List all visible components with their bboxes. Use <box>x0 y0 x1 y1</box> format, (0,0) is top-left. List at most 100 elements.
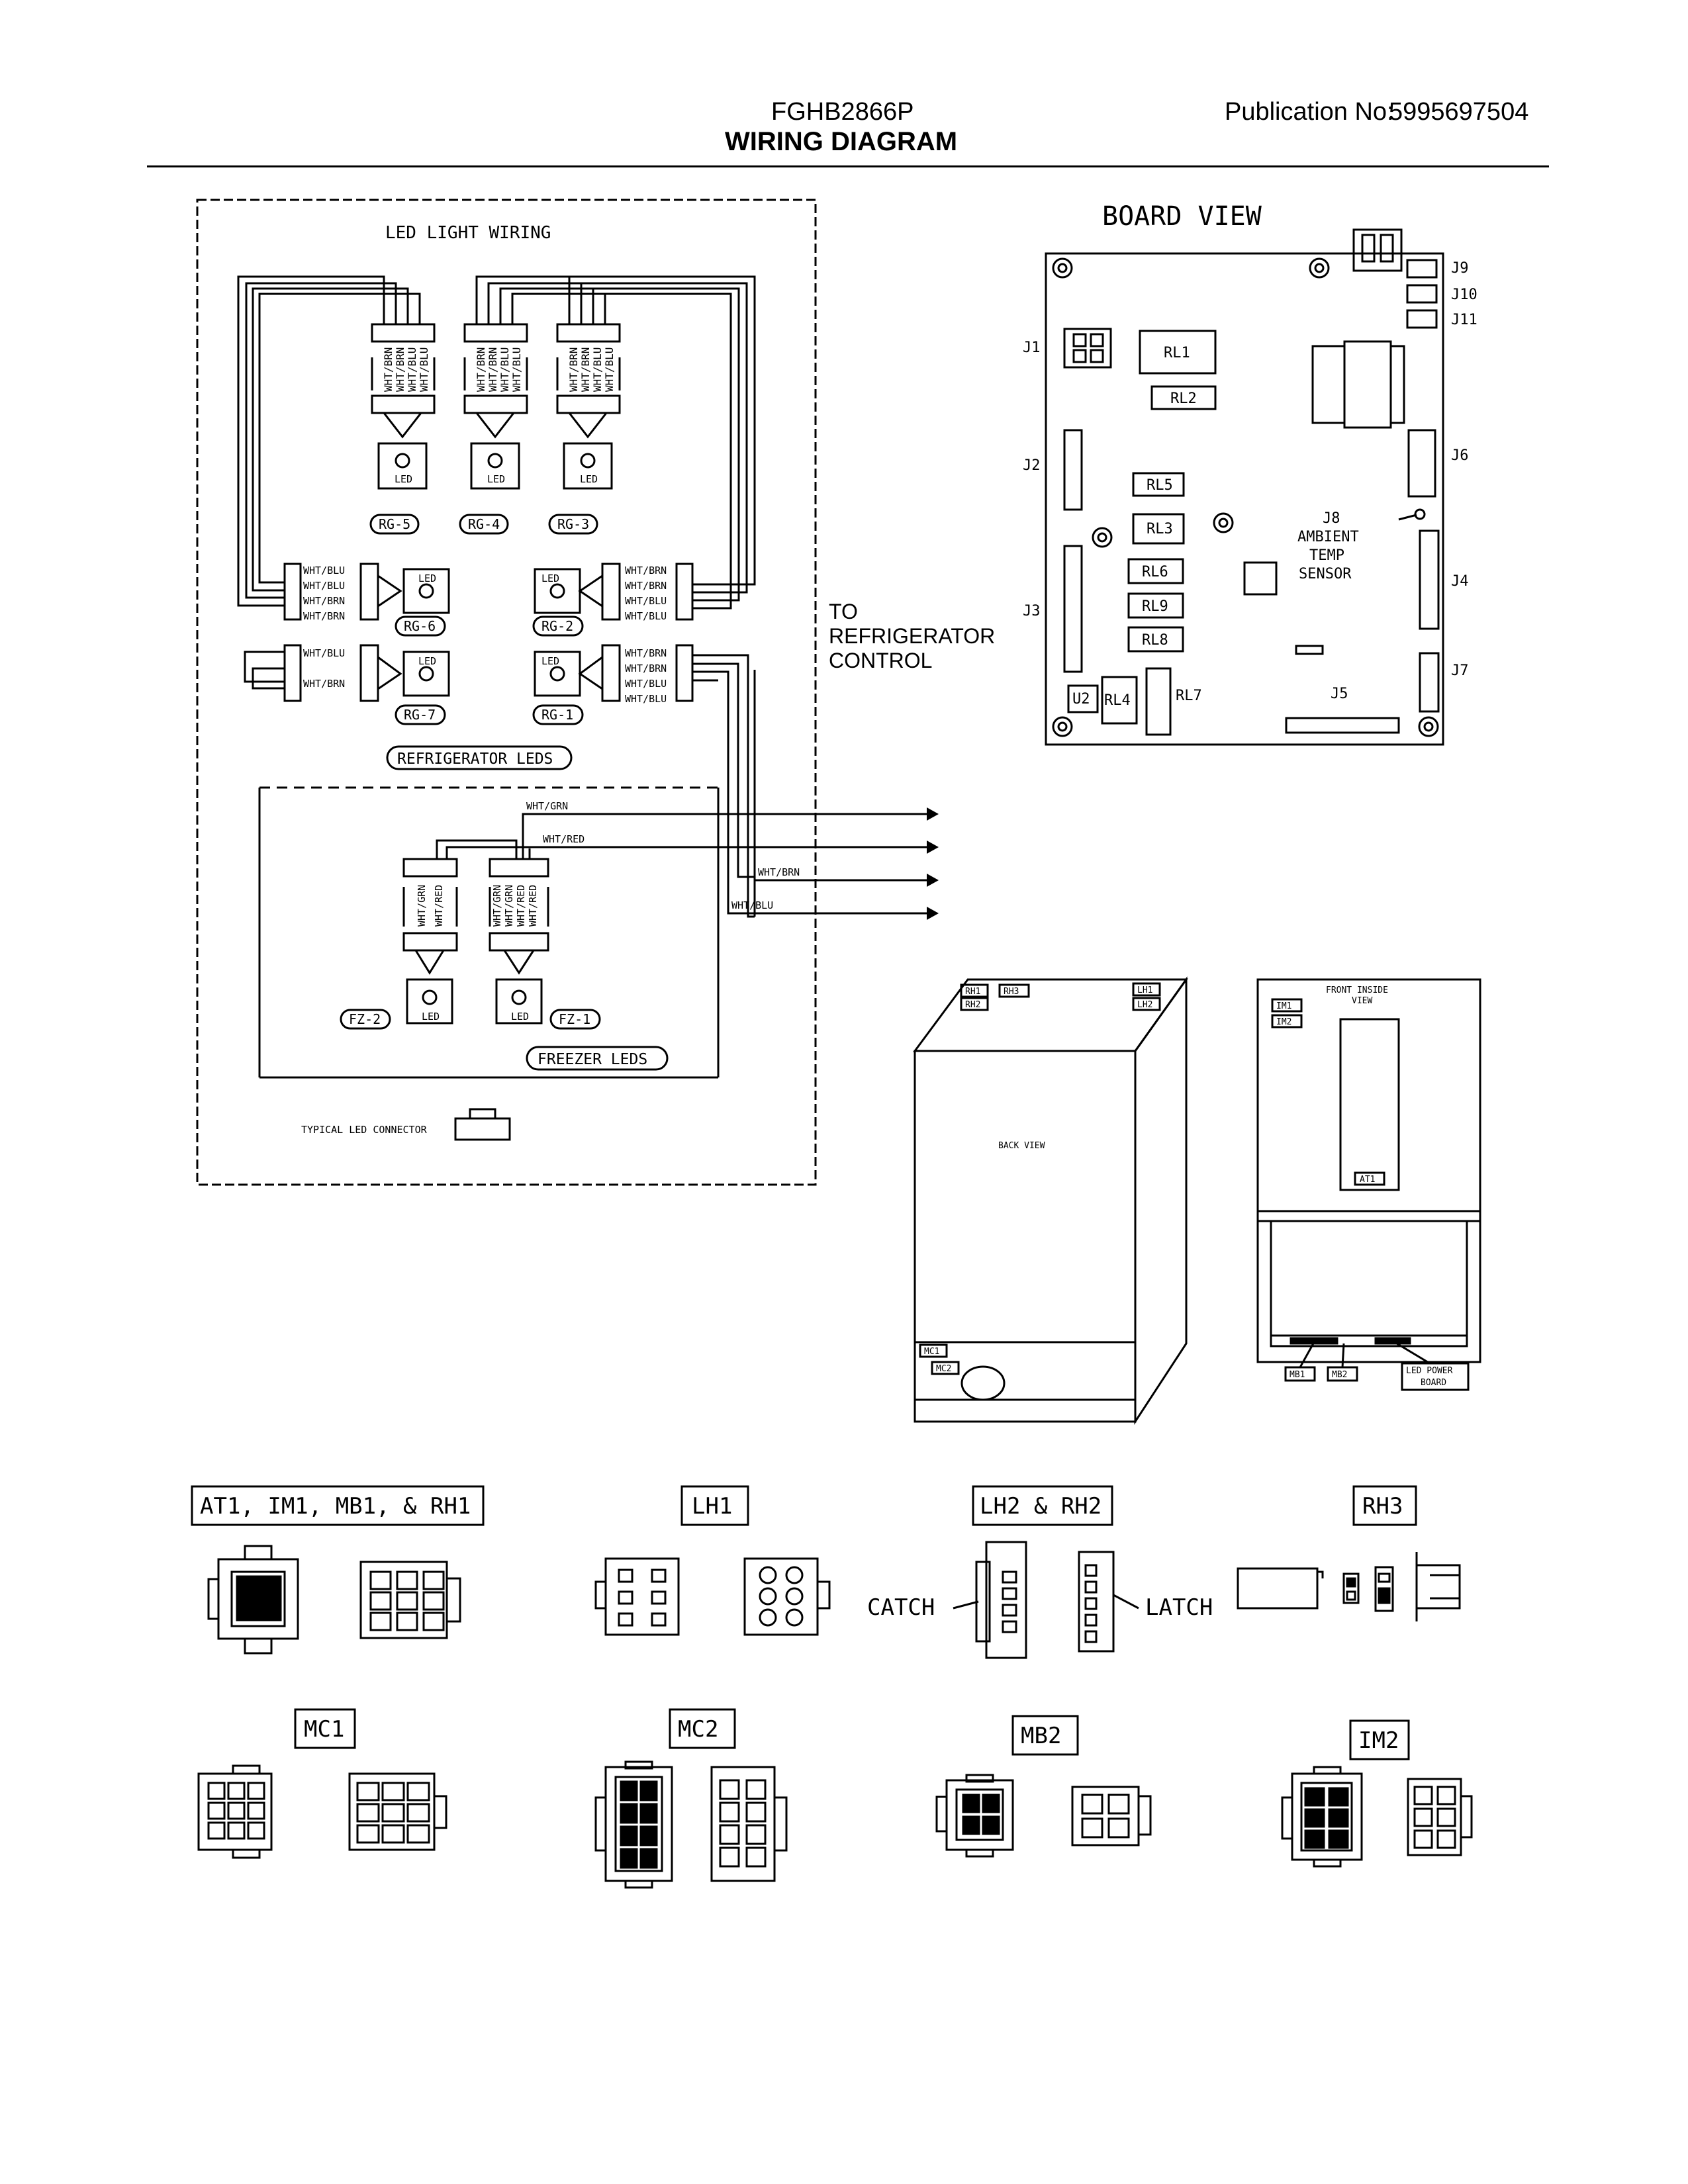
relay-rl6 <box>1127 558 1184 584</box>
to-control-line1: TO <box>829 600 858 623</box>
j11-label: J11 <box>1451 312 1477 328</box>
relay-rl1 <box>1139 330 1217 375</box>
catch-label: CATCH <box>867 1594 935 1621</box>
title-mc2: MC2 <box>678 1716 718 1743</box>
led-rg-3 <box>556 323 621 490</box>
board-view <box>1045 228 1444 746</box>
left-connector-lower <box>283 644 302 702</box>
left-connector-upper <box>283 563 302 621</box>
relay-rl4 <box>1101 676 1138 725</box>
front-view-label-1: FRONT INSIDE <box>1326 985 1388 995</box>
rg3-led-text: LED <box>580 473 598 485</box>
title-im2: IM2 <box>1358 1727 1399 1754</box>
rg1-id: RG-1 <box>541 707 573 723</box>
led-fz-1 <box>489 887 549 1024</box>
right-connector-upper <box>675 563 694 621</box>
j3-connector <box>1063 545 1083 673</box>
fz1-wire-3: WHT/RED <box>515 885 527 927</box>
to-control-line2: REFRIGERATOR <box>829 624 995 648</box>
title-rh3: RH3 <box>1362 1493 1403 1520</box>
mb1-tag: MB1 <box>1289 1370 1305 1380</box>
rl5-label: RL5 <box>1147 477 1173 494</box>
right-upper-label-1: WHT/BRN <box>625 565 667 576</box>
relay-rl7 <box>1145 667 1172 736</box>
left-upper-label-1: WHT/BLU <box>303 565 345 576</box>
fz2-connector <box>402 858 458 878</box>
lh2-tag: LH2 <box>1137 1000 1152 1010</box>
led-power-board-2: BOARD <box>1421 1378 1446 1388</box>
rg4-led-text: LED <box>487 473 505 485</box>
im1-tag: IM1 <box>1276 1001 1291 1011</box>
led-rg-4 <box>463 323 528 490</box>
publication-label: Publication No: <box>1225 98 1394 126</box>
rg6-id: RG-6 <box>404 618 436 634</box>
right-connector-lower <box>675 644 694 702</box>
led-rg-7 <box>359 644 450 702</box>
led-light-wiring-title: LED LIGHT WIRING <box>385 223 551 243</box>
rg4-wire-4: WHT/BLU <box>510 347 523 392</box>
front-view-label-2: VIEW <box>1352 996 1372 1006</box>
typical-led-connector-icon <box>454 1117 511 1141</box>
j3-label: J3 <box>1023 603 1041 619</box>
typical-led-connector-label: TYPICAL LED CONNECTOR <box>301 1124 428 1136</box>
rl6-label: RL6 <box>1142 564 1168 580</box>
led-wiring-section <box>196 199 939 1186</box>
j2-label: J2 <box>1023 457 1041 474</box>
fz1-wire-4: WHT/RED <box>527 885 539 927</box>
mb2-tag: MB2 <box>1332 1370 1347 1380</box>
j9-label: J9 <box>1451 260 1469 277</box>
fz2-wire-1: WHT/GRN <box>416 885 428 927</box>
title-box-im2 <box>1349 1719 1410 1760</box>
im2-tag: IM2 <box>1276 1017 1291 1027</box>
back-view-cabinet <box>913 976 1188 1426</box>
relay-rl8 <box>1127 626 1184 653</box>
rh2-tag: RH2 <box>965 1000 980 1010</box>
fz1-wire-1: WHT/GRN <box>491 885 503 927</box>
right-upper-label-2: WHT/BRN <box>625 580 667 592</box>
mc1-tag: MC1 <box>924 1347 939 1357</box>
connector-mb2-drawing <box>935 1774 1152 1858</box>
out-wire-wht-grn: WHT/GRN <box>526 800 568 812</box>
rg7-id: RG-7 <box>404 707 436 723</box>
rg2-id: RG-2 <box>541 618 573 634</box>
lh1-tag: LH1 <box>1137 985 1152 995</box>
out-wire-wht-red: WHT/RED <box>543 833 585 845</box>
rl1-label: RL1 <box>1164 345 1190 361</box>
header-rule <box>147 165 1549 167</box>
title-box-rh3 <box>1352 1485 1417 1526</box>
to-control-line3: CONTROL <box>829 649 932 672</box>
at1-tag: AT1 <box>1360 1175 1375 1185</box>
title-box-mc2 <box>669 1708 736 1749</box>
connector-lh1-drawing <box>594 1557 831 1636</box>
ambient-label: AMBIENT <box>1297 529 1359 545</box>
rl2-label: RL2 <box>1170 390 1197 407</box>
mc2-tag: MC2 <box>936 1364 951 1374</box>
left-upper-label-3: WHT/BRN <box>303 595 345 607</box>
rg5-wire-4: WHT/BLU <box>418 347 430 392</box>
connector-lh2-rh2-drawing <box>953 1541 1139 1659</box>
rl8-label: RL8 <box>1142 632 1168 649</box>
title-box-mc1 <box>294 1708 356 1749</box>
j8-label: J8 <box>1323 510 1340 527</box>
j6-connector <box>1407 429 1436 498</box>
u2-label: U2 <box>1072 691 1090 707</box>
fz1-led-text: LED <box>511 1011 529 1023</box>
rg5-id: RG-5 <box>379 516 410 532</box>
title-mb2: MB2 <box>1021 1723 1061 1749</box>
rg5-wire-3: WHT/BLU <box>406 347 418 392</box>
rg4-wire-1: WHT/BRN <box>475 347 487 392</box>
j5-connector <box>1285 717 1400 734</box>
model-number: FGHB2866P <box>771 98 914 126</box>
out-wire-wht-brn: WHT/BRN <box>758 866 800 878</box>
back-view-label: BACK VIEW <box>998 1141 1045 1151</box>
rg6-led-text: LED <box>418 572 436 584</box>
j1-label: J1 <box>1023 340 1041 356</box>
right-upper-label-3: WHT/BLU <box>625 595 667 607</box>
rh3-tag: RH3 <box>1004 987 1019 997</box>
refrigerator-leds-label: REFRIGERATOR LEDS <box>397 751 553 768</box>
rh1-tag: RH1 <box>965 987 980 997</box>
rg3-wire-2: WHT/BRN <box>579 347 592 392</box>
left-upper-label-2: WHT/BLU <box>303 580 345 592</box>
front-inside-view <box>1256 978 1481 1391</box>
